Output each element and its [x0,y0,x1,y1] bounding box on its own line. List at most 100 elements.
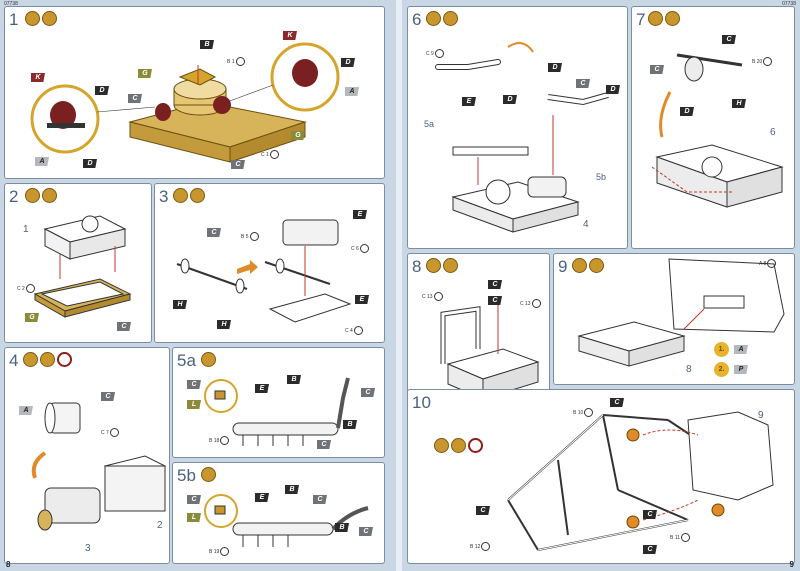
step-3-panel: 3 C H H E E B 5 C 6 C 4 [154,183,385,343]
part-badge-d: D [503,95,517,104]
step-5a-illustration [204,377,350,446]
step-5a-panel: 5a C L E B C B C B 18 [172,347,385,458]
glue-icon [589,258,604,273]
step-1-panel: 1 K D A D [4,6,385,179]
part-badge-d: D [606,85,620,94]
part-number: 8 [686,364,692,375]
step-5a-number: 5a [177,351,196,370]
step-6-panel: 6 C 9 E D C D D 5a 5b 4 [407,6,628,249]
step-3-number: 3 [159,187,169,206]
step-10-panel: 10 [407,389,795,564]
glue-icon [201,352,216,367]
part-badge-l: L [187,400,201,409]
part-badge-k: K [283,31,297,40]
part-badge-c: C [722,35,736,44]
step-1-number: 1 [9,10,19,29]
part-badge-b: B [335,523,349,532]
part-ref: B 10 [573,408,593,417]
part-badge-c: C [650,65,664,74]
step-2-illustration [33,215,132,318]
part-badge-c: C [610,398,624,407]
step-5b-number: 5b [177,466,196,485]
part-ref: B 5 [241,232,259,241]
part-badge-b: B [200,40,214,49]
step-7-panel: 7 C B 20 C D H 6 [631,6,795,249]
part-badge-l: L [187,513,201,522]
part-number: 6 [770,127,776,138]
part-badge-d: D [95,86,109,95]
glue-icon [665,11,680,26]
step-10-illustration [507,411,774,551]
part-badge-d: D [680,107,694,116]
part-ref: B 19 [209,547,229,556]
step-3-icons [173,188,205,203]
part-badge-c: C [101,392,115,401]
step-4-illustration [31,402,167,531]
glue-icon [42,11,57,26]
part-badge-b: B [287,375,301,384]
doc-id-left: 07738 [4,1,18,7]
step-5b-panel: 5b C L E B C B C B 19 [172,462,385,564]
part-ref: C 6 [351,244,369,253]
step-10-number: 10 [412,393,431,412]
part-ref: A 8 [759,259,776,268]
step-5a-icons [201,352,216,367]
part-ref: C 13 [520,299,541,308]
step-6-illustration [435,42,609,233]
part-badge-c: C [488,296,502,305]
part-badge-h: H [217,320,231,329]
part-badge-d: D [83,159,97,168]
part-ref: B 18 [209,436,229,445]
paint-icon [434,438,449,453]
part-badge-c: C [187,380,201,389]
clock-icon [468,438,483,453]
right-page: 07738 6 C 9 E D C D D 5a 5b [402,0,800,571]
part-number: 9 [758,410,764,421]
step-9-number: 9 [558,257,568,276]
glue-icon [190,188,205,203]
paint-icon [25,11,40,26]
step-9-panel: 9 A 8 1. A 2. P 8 [553,253,795,385]
step-9-icons [572,258,604,273]
step-order-1: 1. [714,342,729,357]
part-badge-a: A [345,87,359,96]
part-badge-b: B [285,485,299,494]
sub-step-5b: 5b [596,172,607,182]
paint-icon [426,258,441,273]
paint-icon [23,352,38,367]
part-badge-c: C [643,545,657,554]
step-4-icons [23,352,72,367]
part-ref: C 2 [17,284,35,293]
sub-number: 3 [85,543,91,554]
step-4-number: 4 [9,351,19,370]
part-badge-c: C [361,388,375,397]
part-badge-c: C [576,79,590,88]
part-badge-k: K [31,73,45,82]
part-badge-a: A [734,345,748,354]
part-badge-c: C [313,495,327,504]
part-badge-c: C [231,160,245,169]
part-number: 4 [583,219,589,230]
part-badge-e: E [255,493,269,502]
part-ref: C 9 [426,49,444,58]
part-number: 2 [157,520,163,531]
step-4-panel: 4 A C C 7 2 3 [4,347,170,564]
page-number-right: 9 [789,560,794,569]
glue-icon [443,11,458,26]
paint-icon [426,11,441,26]
paint-icon [648,11,663,26]
paint-icon [25,188,40,203]
step-7-icons [648,11,680,26]
step-6-icons [426,11,458,26]
step-10-icons [434,438,483,453]
part-badge-c: C [317,440,331,449]
part-badge-d: D [548,63,562,72]
part-badge-g: G [291,131,305,140]
part-ref: C 1 [261,150,279,159]
step-5b-illustration [204,494,369,547]
step-9-illustration [577,258,785,367]
part-badge-e: E [355,295,369,304]
part-badge-c: C [117,322,131,331]
part-badge-a: A [19,406,33,415]
step-2-number: 2 [9,187,19,206]
